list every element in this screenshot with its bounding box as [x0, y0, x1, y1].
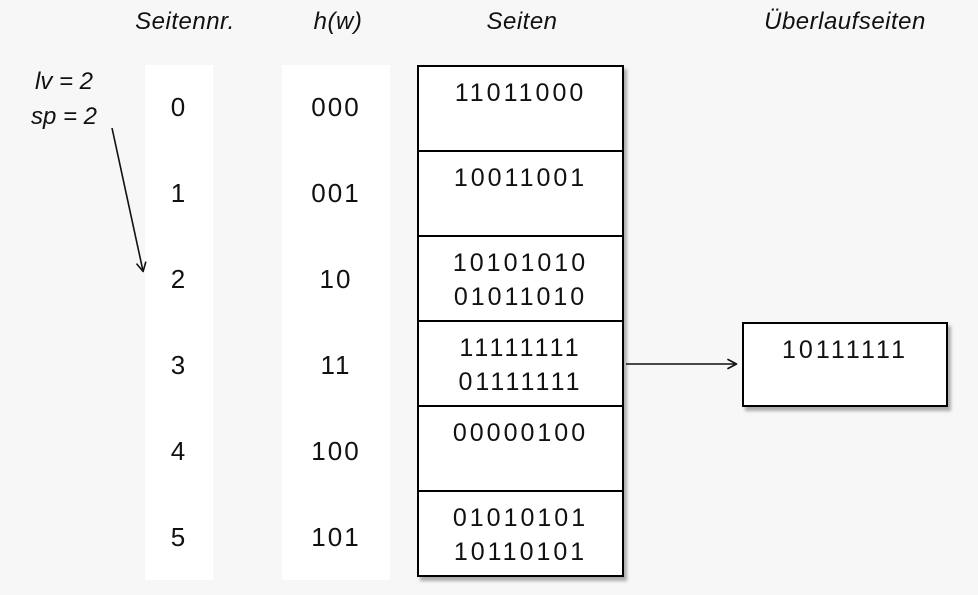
seitennr-cell: 1	[170, 178, 188, 209]
column-header-seitennr: Seitennr.	[135, 8, 235, 35]
bucket-row-0: 11011000	[419, 67, 622, 152]
overflow-page-box: 10111111	[742, 322, 948, 407]
hash-cell: 11	[320, 349, 352, 380]
seitennr-cell: 5	[170, 521, 188, 552]
bucket-value: 10101010	[452, 249, 589, 277]
bucket-row-2: 10101010 01011010	[419, 237, 622, 322]
bucket-value: 11111111	[459, 334, 582, 362]
bucket-row-3: 11111111 01111111	[419, 322, 622, 407]
hash-cell: 001	[311, 178, 361, 209]
bucket-value: 01010101	[452, 504, 589, 532]
sp-pointer-arrow	[111, 127, 147, 273]
hash-cell: 10	[319, 264, 353, 295]
hash-cell: 101	[311, 521, 361, 552]
bucket-value: 01011010	[453, 283, 588, 311]
seitennr-cell: 4	[170, 435, 188, 466]
bucket-row-4: 00000100	[419, 407, 622, 492]
overflow-value: 10111111	[782, 336, 908, 364]
column-header-seiten: Seiten	[486, 8, 558, 35]
column-header-hw: h(w)	[313, 8, 363, 35]
bucket-value: 01111111	[458, 368, 583, 396]
bucket-value: 10110101	[453, 538, 588, 566]
seitennr-column: 0 1 2 3 4 5	[145, 65, 213, 580]
bucket-row-5: 01010101 10110101	[419, 492, 622, 575]
hash-cell: 000	[311, 92, 361, 123]
bucket-value: 11011000	[454, 79, 587, 107]
sp-label: sp = 2	[30, 103, 98, 130]
column-header-ueberlaufseiten: Überlaufseiten	[764, 8, 926, 35]
seitennr-cell: 3	[170, 349, 188, 380]
bucket-value: 10011001	[453, 164, 588, 192]
bucket-value: 00000100	[452, 419, 589, 447]
lv-label: lv = 2	[34, 68, 94, 95]
seiten-table: 11011000 10011001 10101010 01011010 1111…	[417, 65, 624, 577]
bucket-row-1: 10011001	[419, 152, 622, 237]
hash-cell: 100	[311, 435, 361, 466]
seitennr-cell: 0	[170, 92, 188, 123]
hash-value-column: 000 001 10 11 100 101	[282, 65, 390, 580]
seitennr-cell: 2	[170, 264, 188, 295]
lv-sp-annotation: lv = 2 sp = 2	[12, 64, 116, 134]
